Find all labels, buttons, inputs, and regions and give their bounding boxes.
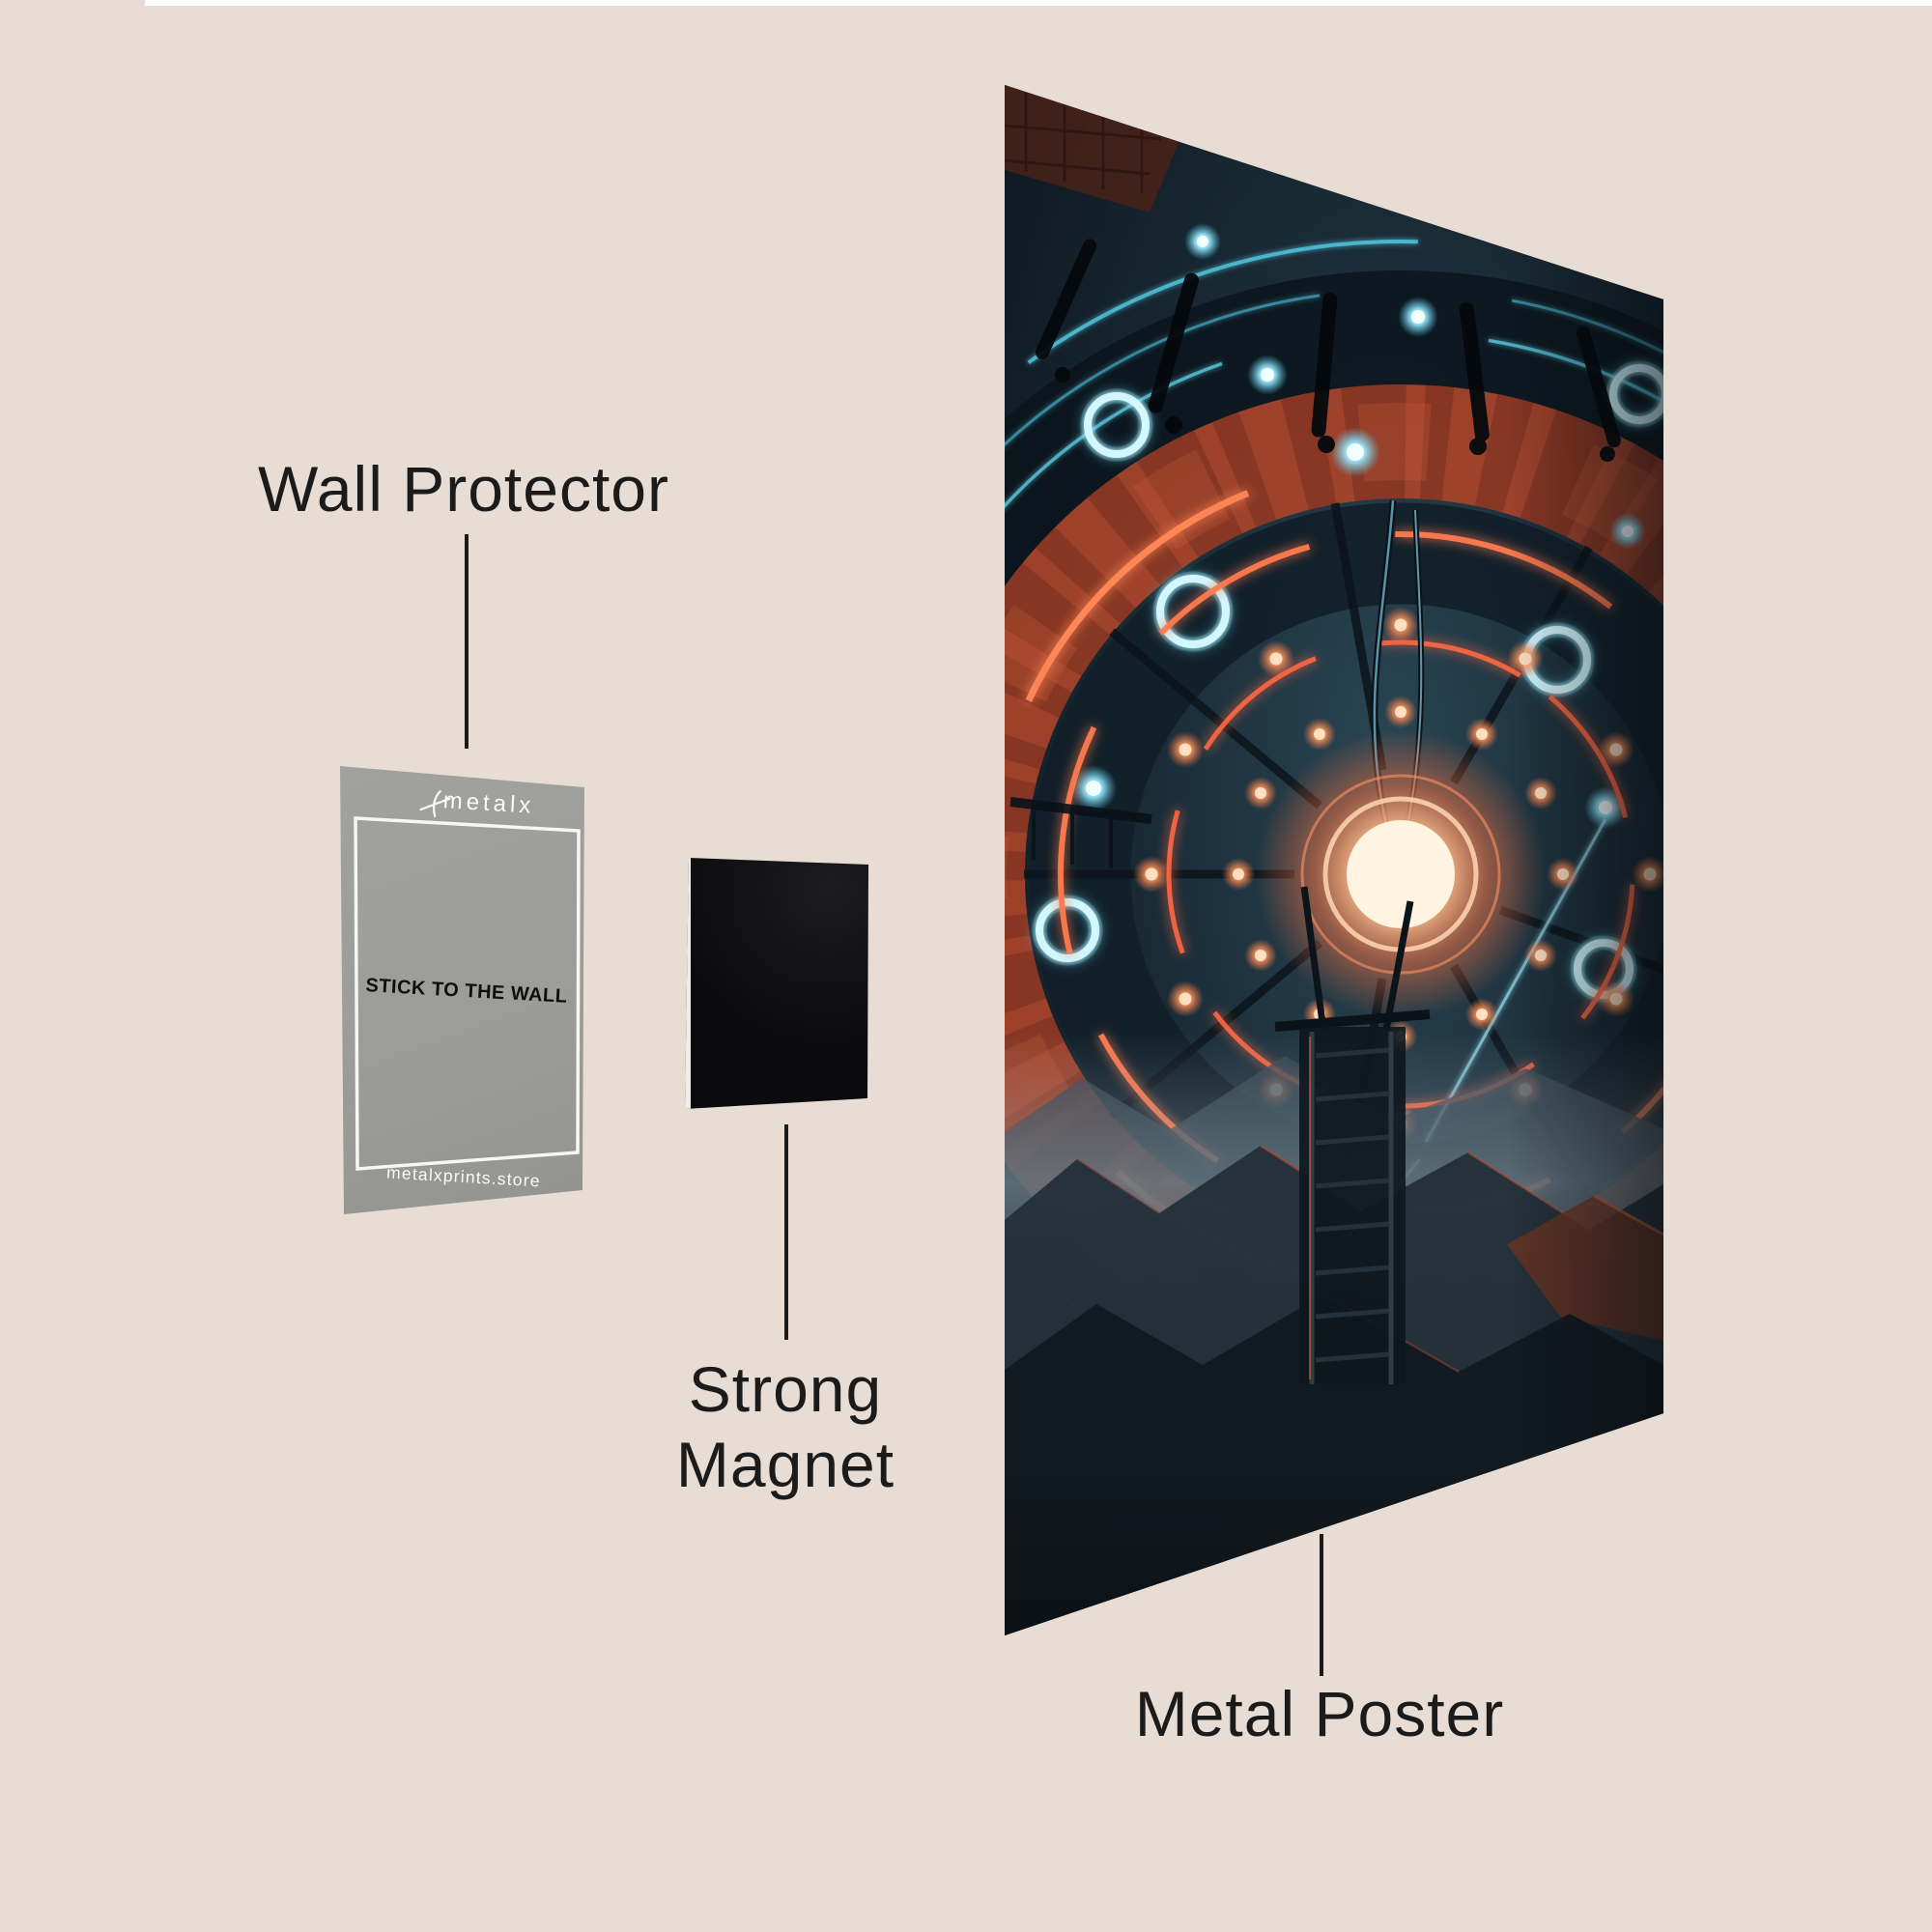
wall-protector-card-face: metalx STICK TO THE WALL metalxprints.st…	[354, 787, 581, 1191]
balcony-railing	[1009, 797, 1152, 868]
card-message: STICK TO THE WALL	[365, 975, 568, 1008]
metalx-logo-text: metalx	[442, 787, 535, 819]
wall-protector-label: Wall Protector	[258, 453, 669, 525]
wall-protector-connector-line	[465, 534, 469, 749]
metal-poster-connector-line	[1320, 1534, 1323, 1676]
reactor-core	[1256, 729, 1546, 1019]
poster-artwork	[1005, 85, 1663, 1635]
card-website: metalxprints.store	[386, 1163, 542, 1191]
metal-poster-label: Metal Poster	[1134, 1678, 1505, 1749]
strong-magnet-label-line1: Strong	[688, 1353, 883, 1425]
strong-magnet-square	[685, 858, 868, 1109]
strong-magnet-label-line2: Magnet	[675, 1428, 895, 1500]
top-edge-strip	[145, 0, 1932, 6]
strong-magnet-connector-line	[784, 1124, 788, 1340]
magnet-edge-highlight	[685, 858, 691, 1109]
strong-magnet-label: Strong Magnet	[544, 1352, 1027, 1503]
metalx-logo-icon	[419, 790, 451, 818]
metal-poster	[1005, 85, 1663, 1635]
staircase	[1274, 886, 1431, 1384]
card-inner-border	[354, 816, 581, 1171]
wall-protector-card: metalx STICK TO THE WALL metalxprints.st…	[340, 766, 584, 1214]
